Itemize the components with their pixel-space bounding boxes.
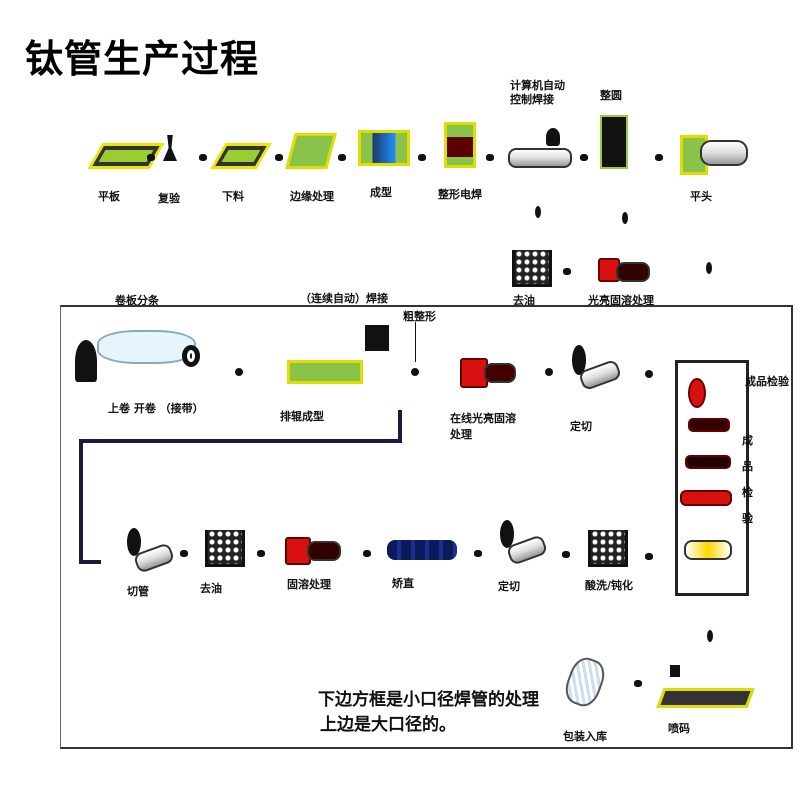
arrow-icon	[486, 154, 494, 161]
arrow-icon	[199, 154, 207, 161]
down-arrow-icon	[622, 212, 628, 224]
step-label: 矫直	[392, 577, 414, 590]
pickling-tank-icon	[588, 530, 628, 567]
pipe-icon	[616, 262, 650, 282]
pipe-icon	[484, 363, 516, 383]
arrow-icon	[580, 154, 588, 161]
cutter-icon	[572, 345, 586, 375]
inspect-pipe-icon	[680, 490, 732, 506]
arrow-icon	[645, 370, 653, 378]
inspection-vertical: 品	[742, 460, 753, 473]
inspection-label: 成品检验	[745, 375, 789, 388]
inspection-vertical: 验	[742, 512, 753, 525]
weld-head-icon	[365, 325, 389, 351]
header-label: 计算机自动	[510, 79, 565, 92]
inspect-tool-icon	[688, 378, 706, 408]
step-label: 上卷 开卷 （接带）	[108, 402, 204, 415]
arrow-icon	[655, 154, 663, 161]
note-line-2: 上边是大口径的。	[320, 715, 456, 735]
step-label: 在线光亮固溶处理	[450, 412, 516, 441]
strip-icon	[97, 330, 196, 364]
page-title: 钛管生产过程	[25, 37, 260, 81]
down-arrow-icon	[707, 630, 713, 642]
arrow-icon	[418, 154, 426, 161]
pipe-icon	[700, 140, 748, 166]
header-label: 控制焊接	[510, 93, 554, 106]
coil-icon	[182, 345, 200, 367]
pipe-icon	[307, 541, 341, 561]
arrow-icon	[545, 368, 553, 376]
arrow-icon	[411, 368, 419, 376]
inspection-stand-icon	[163, 135, 177, 161]
inspect-pipe-icon	[688, 418, 730, 432]
pointer-line	[415, 322, 416, 362]
arrow-icon	[634, 680, 642, 687]
step-label: 边缘处理	[290, 190, 334, 203]
down-arrow-icon	[706, 262, 712, 274]
edge-machine-icon	[285, 133, 337, 169]
inspect-pipe-icon	[685, 455, 731, 469]
step-label: 切管	[127, 585, 149, 598]
degrease-tank-icon	[512, 250, 552, 287]
marker-icon	[670, 665, 680, 677]
rounding-machine-icon	[600, 115, 628, 169]
arrow-icon	[275, 154, 283, 161]
section-label: （连续自动）焊接	[300, 292, 388, 305]
step-label: 成型	[370, 186, 392, 199]
header-label: 整圆	[600, 89, 622, 102]
arrow-icon	[563, 268, 571, 275]
step-label: 喷码	[668, 722, 690, 735]
step-label: 复验	[158, 192, 180, 205]
arrow-icon	[180, 550, 188, 557]
connector-line	[79, 439, 83, 564]
degrease-tank-icon	[205, 530, 245, 567]
section-label: 粗整形	[403, 310, 436, 323]
note-line-1: 下边方框是小口径焊管的处理	[318, 690, 539, 710]
arrow-icon	[474, 550, 482, 557]
conveyor-icon	[656, 688, 755, 708]
inspection-vertical: 成	[742, 434, 753, 447]
inspection-vertical: 检	[742, 486, 753, 499]
inspect-pipe-icon	[684, 540, 732, 560]
shaping-welder-icon	[444, 122, 476, 168]
down-arrow-icon	[535, 206, 541, 218]
step-label: 包装入库	[563, 730, 607, 743]
step-label: 排辊成型	[280, 410, 324, 423]
step-label: 酸洗/钝化	[585, 579, 634, 592]
connector-line	[398, 410, 402, 442]
arrow-icon	[645, 553, 653, 560]
section-label: 卷板分条	[115, 294, 159, 307]
step-label: 定切	[570, 420, 592, 433]
welder-head-icon	[546, 128, 560, 146]
arrow-icon	[257, 550, 265, 557]
step-label: 固溶处理	[287, 578, 331, 591]
connector-arrow	[79, 560, 101, 564]
step-label: 平头	[690, 190, 712, 203]
arrow-icon	[562, 551, 570, 558]
inspection-box	[675, 360, 749, 596]
roll-forming-icon	[287, 360, 363, 384]
step-label: 定切	[498, 580, 520, 593]
cutter-icon	[500, 520, 514, 548]
uncoiler-icon	[75, 340, 97, 382]
step-label: 平板	[98, 190, 120, 203]
connector-line	[79, 439, 402, 443]
step-label: 整形电焊	[438, 188, 482, 201]
small-diameter-process-frame	[60, 305, 793, 749]
step-label: 下料	[222, 190, 244, 203]
straightener-icon	[387, 540, 457, 560]
arrow-icon	[235, 368, 243, 376]
arrow-icon	[147, 154, 155, 161]
cut-plate-icon	[210, 143, 272, 169]
forming-machine-icon	[358, 130, 410, 166]
step-label: 去油	[513, 294, 535, 307]
cutter-icon	[127, 528, 141, 556]
arrow-icon	[363, 550, 371, 557]
step-label: 光亮固溶处理	[588, 294, 654, 307]
pipe-icon	[508, 148, 572, 168]
step-label: 去油	[200, 582, 222, 595]
arrow-icon	[338, 154, 346, 161]
